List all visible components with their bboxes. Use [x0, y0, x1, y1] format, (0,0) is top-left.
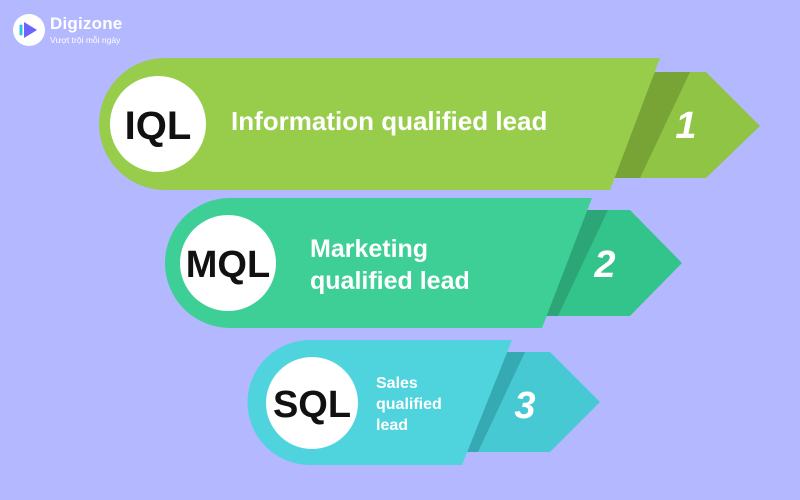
stage-1-body [99, 58, 660, 190]
stage-1-stripe [603, 72, 690, 178]
stage-1-number: 1 [675, 105, 696, 147]
brand-logo: Digizone Vượt trội mỗi ngày [12, 12, 152, 56]
stage-2-body [165, 198, 592, 328]
stage-3-label: Sales qualified lead [376, 375, 442, 434]
stage-3-banner: SQL 3 [247, 340, 600, 465]
stage-2-banner: MQL 2 [165, 198, 682, 328]
brand-name: Digizone [50, 14, 123, 33]
stage-2-circle [180, 215, 276, 311]
stage-1-circle [110, 76, 206, 172]
stage-3-number: 3 [514, 385, 535, 427]
stage-2-abbr: MQL [186, 244, 270, 286]
stage-2-label: Marketing qualified lead [310, 235, 470, 295]
digizone-logo-icon [13, 14, 45, 46]
stage-1-banner: IQL 1 [99, 58, 760, 190]
brand-tagline: Vượt trội mỗi ngày [50, 35, 121, 45]
stage-3-circle [266, 357, 358, 449]
stage-1-label: Information qualified lead [231, 106, 548, 136]
stage-2-number: 2 [593, 244, 615, 286]
stage-3-abbr: SQL [273, 384, 351, 426]
stage-1-abbr: IQL [125, 104, 192, 148]
